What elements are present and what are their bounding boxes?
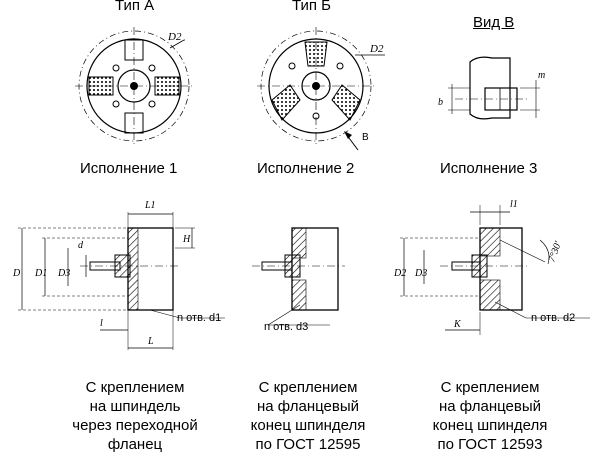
caption-1-line-4: фланец bbox=[107, 436, 163, 453]
caption-3-line-1: С креплением bbox=[440, 379, 540, 396]
caption-2: С креплением на фланцевый конец шпинделя… bbox=[223, 378, 393, 454]
type-a-heading: Тип А bbox=[115, 0, 155, 14]
s3-D3-label: D3 bbox=[414, 268, 427, 279]
s1-l-label: l bbox=[100, 318, 103, 329]
caption-1-line-2: на шпиндель bbox=[89, 398, 181, 415]
s1-D3-label: D3 bbox=[57, 268, 70, 279]
variant-2-title: Исполнение 2 bbox=[257, 160, 355, 177]
caption-1: С креплением на шпиндель через переходно… bbox=[50, 378, 220, 454]
type-b-d2-label: D2 bbox=[369, 43, 384, 55]
section-1-drawing: L1 H D D1 D3 d l L n отв. d1 bbox=[12, 200, 225, 350]
caption-3-line-3: конец шпинделя bbox=[432, 417, 548, 434]
caption-1-line-3: через переходной bbox=[72, 417, 198, 434]
view-v-detail: m b bbox=[438, 56, 545, 120]
caption-3: С креплением на фланцевый конец шпинделя… bbox=[405, 378, 575, 454]
s1-holes-label: n отв. d1 bbox=[177, 312, 221, 324]
view-v-b-label: b bbox=[438, 97, 443, 108]
s3-angle-label: 7°30' bbox=[546, 239, 564, 263]
variant-1-title: Исполнение 1 bbox=[80, 160, 178, 177]
s1-d-label: d bbox=[78, 240, 84, 251]
caption-3-line-4: по ГОСТ 12593 bbox=[437, 436, 543, 453]
caption-3-line-2: на фланцевый bbox=[438, 398, 542, 415]
type-b-heading: Тип Б bbox=[292, 0, 332, 14]
s1-D1-label: D1 bbox=[34, 268, 47, 279]
s1-D-label: D bbox=[12, 268, 21, 279]
caption-1-line-1: С креплением bbox=[85, 379, 185, 396]
s1-L1-label: L1 bbox=[144, 200, 156, 211]
type-b-chuck-front-view: D2 В bbox=[257, 27, 385, 151]
s3-D2-label: D2 bbox=[393, 268, 406, 279]
view-v-m-label: m bbox=[538, 70, 545, 81]
section-3-drawing: l1 D2 D3 7°30' K n отв. d2 bbox=[393, 199, 590, 335]
arrow-v-label: В bbox=[362, 132, 369, 143]
type-a-d2-label: D2 bbox=[167, 31, 182, 43]
variant-3-title: Исполнение 3 bbox=[440, 160, 538, 177]
caption-2-line-1: С креплением bbox=[258, 379, 358, 396]
s1-L-label: L bbox=[147, 336, 154, 347]
s3-l1-label: l1 bbox=[510, 199, 518, 210]
view-v-heading: Вид В bbox=[473, 14, 515, 31]
caption-2-line-4: по ГОСТ 12595 bbox=[255, 436, 361, 453]
caption-2-line-3: конец шпинделя bbox=[250, 417, 366, 434]
s2-holes-label: n отв. d3 bbox=[264, 321, 308, 333]
s1-H-label: H bbox=[182, 234, 191, 245]
s3-holes-label: n отв. d2 bbox=[531, 312, 575, 324]
caption-2-line-2: на фланцевый bbox=[256, 398, 360, 415]
s3-K-label: K bbox=[453, 319, 462, 330]
section-2-drawing: n отв. d3 bbox=[252, 227, 345, 333]
type-a-chuck-front-view: D2 bbox=[75, 27, 193, 145]
